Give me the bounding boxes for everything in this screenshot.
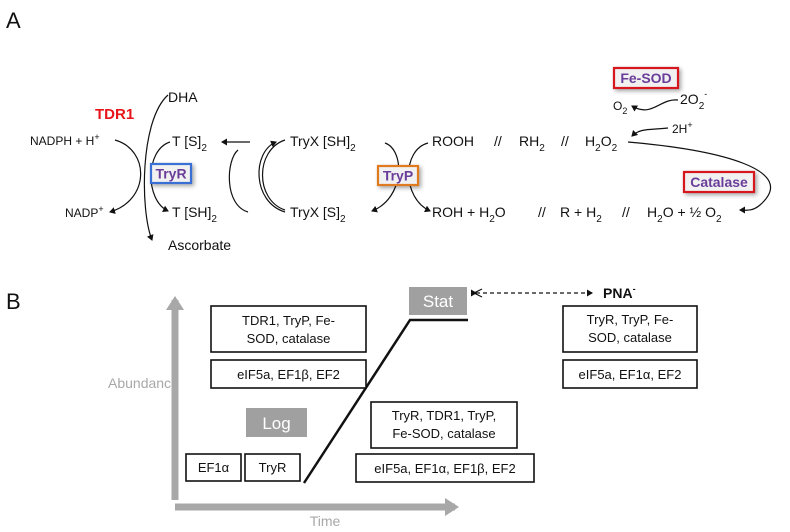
rh2-label: RH2 bbox=[519, 133, 545, 154]
stat-factors-box: eIF5a, EF1β, EF2 bbox=[210, 359, 367, 389]
r-h2-label: R + H2 bbox=[560, 204, 602, 225]
pna-enzymes-line-2: SOD, catalase bbox=[588, 330, 672, 345]
pna-factors-text: eIF5a, EF1α, EF2 bbox=[579, 367, 682, 382]
o2-label: O2 bbox=[613, 99, 627, 116]
transition-factors-text: eIF5a, EF1α, EF1β, EF2 bbox=[374, 461, 515, 476]
pna-enzymes-box: TryR, TryP, Fe- SOD, catalase bbox=[562, 305, 698, 353]
stat-enzymes-box: TDR1, TryP, Fe- SOD, catalase bbox=[210, 305, 367, 353]
trypanothione-disulfide: T [S]2 bbox=[172, 133, 207, 154]
protons-label: 2H+ bbox=[672, 120, 693, 136]
tryx-reduced: TryX [SH]2 bbox=[290, 133, 356, 154]
fe-sod-enzyme-box: Fe-SOD bbox=[612, 66, 680, 90]
fe-sod-label: Fe-SOD bbox=[620, 70, 671, 86]
tryp-enzyme-box: TryP bbox=[376, 164, 420, 187]
panel-b-label: B bbox=[6, 289, 21, 314]
transition-enzymes-line-2: Fe-SOD, catalase bbox=[392, 426, 495, 441]
transition-enzymes-line-1: TryR, TDR1, TryP, bbox=[392, 408, 497, 423]
log-tryr-text: TryR bbox=[259, 460, 287, 475]
tryx-oxidized: TryX [S]2 bbox=[290, 204, 346, 225]
stat-label: Stat bbox=[423, 292, 454, 311]
panel-a-label: A bbox=[6, 8, 21, 33]
stat-enzymes-line-2: SOD, catalase bbox=[247, 331, 331, 346]
nadp-label: NADP+ bbox=[65, 204, 104, 220]
ascorbate-label: Ascorbate bbox=[168, 237, 231, 253]
separator-1: // bbox=[494, 133, 502, 149]
trypanothione-reduced: T [SH]2 bbox=[172, 204, 217, 225]
stat-phase-box: Stat bbox=[409, 287, 467, 315]
log-tryr-box: TryR bbox=[244, 453, 301, 482]
stat-factors-text: eIF5a, EF1β, EF2 bbox=[237, 367, 340, 382]
tryp-label: TryP bbox=[383, 168, 413, 184]
stat-enzymes-line-1: TDR1, TryP, Fe- bbox=[242, 313, 335, 328]
catalase-enzyme-box: Catalase bbox=[682, 170, 756, 194]
tdr1-label: TDR1 bbox=[95, 106, 134, 123]
tsh2-to-tryx-arc bbox=[228, 149, 249, 213]
catalase-label: Catalase bbox=[690, 174, 748, 190]
h2o-half-o2-label: H2O + ½ O2 bbox=[647, 204, 722, 225]
tryr-label: TryR bbox=[155, 166, 186, 182]
separator-2: // bbox=[561, 133, 569, 149]
rooh-label: ROOH bbox=[432, 133, 474, 149]
log-ef1a-box: EF1α bbox=[185, 453, 242, 482]
dha-label: DHA bbox=[168, 89, 198, 105]
roh-h2o-label: ROH + H2O bbox=[432, 204, 506, 225]
separator-4: // bbox=[622, 204, 630, 220]
log-label: Log bbox=[262, 414, 290, 433]
log-phase-box: Log bbox=[246, 408, 307, 437]
nadph-label: NADPH + H+ bbox=[30, 132, 100, 148]
dha-to-ascorbate-arrow bbox=[143, 94, 169, 241]
nadph-oxidation-arrow bbox=[109, 139, 142, 214]
h2o2-label: H2O2 bbox=[585, 133, 618, 154]
transition-factors-box: eIF5a, EF1α, EF1β, EF2 bbox=[355, 453, 535, 483]
pna-enzymes-line-1: TryR, TryP, Fe- bbox=[587, 312, 674, 327]
stat-pna-arrow-left-head bbox=[472, 288, 483, 298]
pna-label: PNA- bbox=[603, 284, 636, 301]
superoxide-label: 2O2- bbox=[680, 89, 707, 112]
log-ef1a-text: EF1α bbox=[198, 460, 230, 475]
separator-3: // bbox=[538, 204, 546, 220]
tryx-regeneration-arrow bbox=[258, 140, 286, 213]
transition-enzymes-box: TryR, TDR1, TryP, Fe-SOD, catalase bbox=[370, 401, 518, 449]
tryr-enzyme-box: TryR bbox=[149, 162, 193, 185]
sod-o2-arrow bbox=[631, 99, 679, 112]
pna-factors-box: eIF5a, EF1α, EF2 bbox=[562, 359, 698, 389]
growth-curve bbox=[302, 318, 468, 484]
catalase-arrow bbox=[627, 141, 772, 214]
y-axis-label: Abundance bbox=[108, 375, 179, 391]
sod-h2o2-arrow bbox=[631, 127, 669, 137]
x-axis-label: Time bbox=[310, 513, 341, 529]
